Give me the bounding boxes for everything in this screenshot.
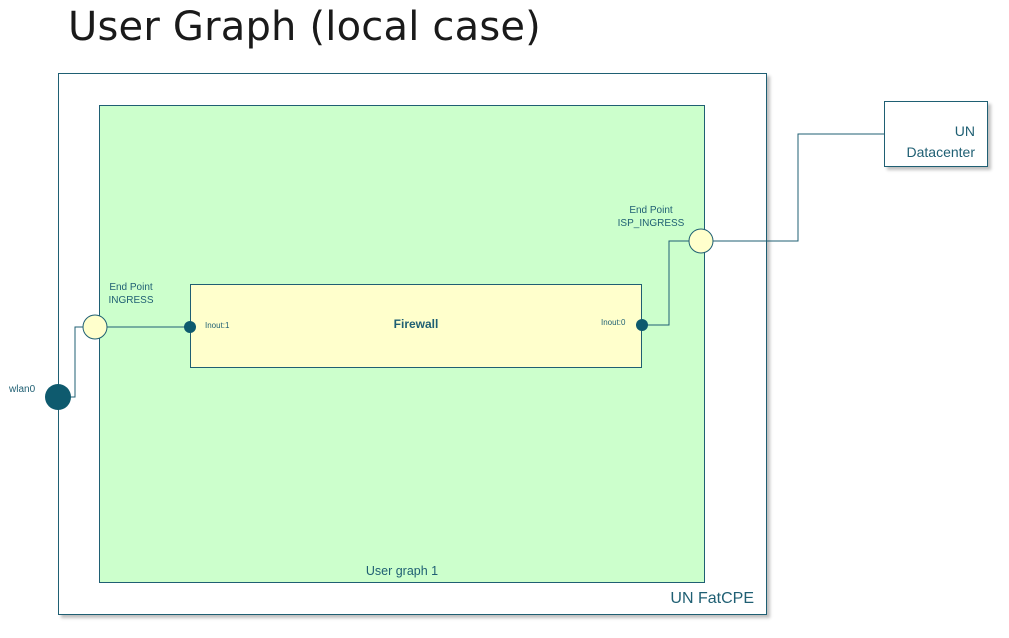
link-firewall-isp <box>647 240 690 326</box>
fatcpe-label: UN FatCPE <box>670 590 754 607</box>
firewall-label: Firewall <box>393 317 439 331</box>
endpoint-isp-ingress-label: End Point ISP_INGRESS <box>617 205 685 229</box>
page-title: User Graph (local case) <box>68 4 541 50</box>
datacenter-box[interactable]: UN Datacenter <box>884 101 988 167</box>
user-graph-label: User graph 1 <box>365 564 439 578</box>
firewall-vnf[interactable]: Firewall <box>190 284 642 368</box>
endpoint-ingress-node <box>82 314 108 340</box>
firewall-port-left-label: Inout:1 <box>205 321 230 330</box>
firewall-port-left <box>184 321 196 333</box>
datacenter-label: UN Datacenter <box>906 123 975 160</box>
endpoint-ingress-label: End Point INGRESS <box>108 282 154 306</box>
link-isp-datacenter <box>713 133 884 242</box>
wlan0-interface-node <box>45 384 71 410</box>
endpoint-isp-ingress-node <box>688 228 714 254</box>
wlan0-label: wlan0 <box>9 384 36 395</box>
firewall-port-right <box>636 319 648 331</box>
firewall-port-right-label: Inout:0 <box>601 318 626 327</box>
